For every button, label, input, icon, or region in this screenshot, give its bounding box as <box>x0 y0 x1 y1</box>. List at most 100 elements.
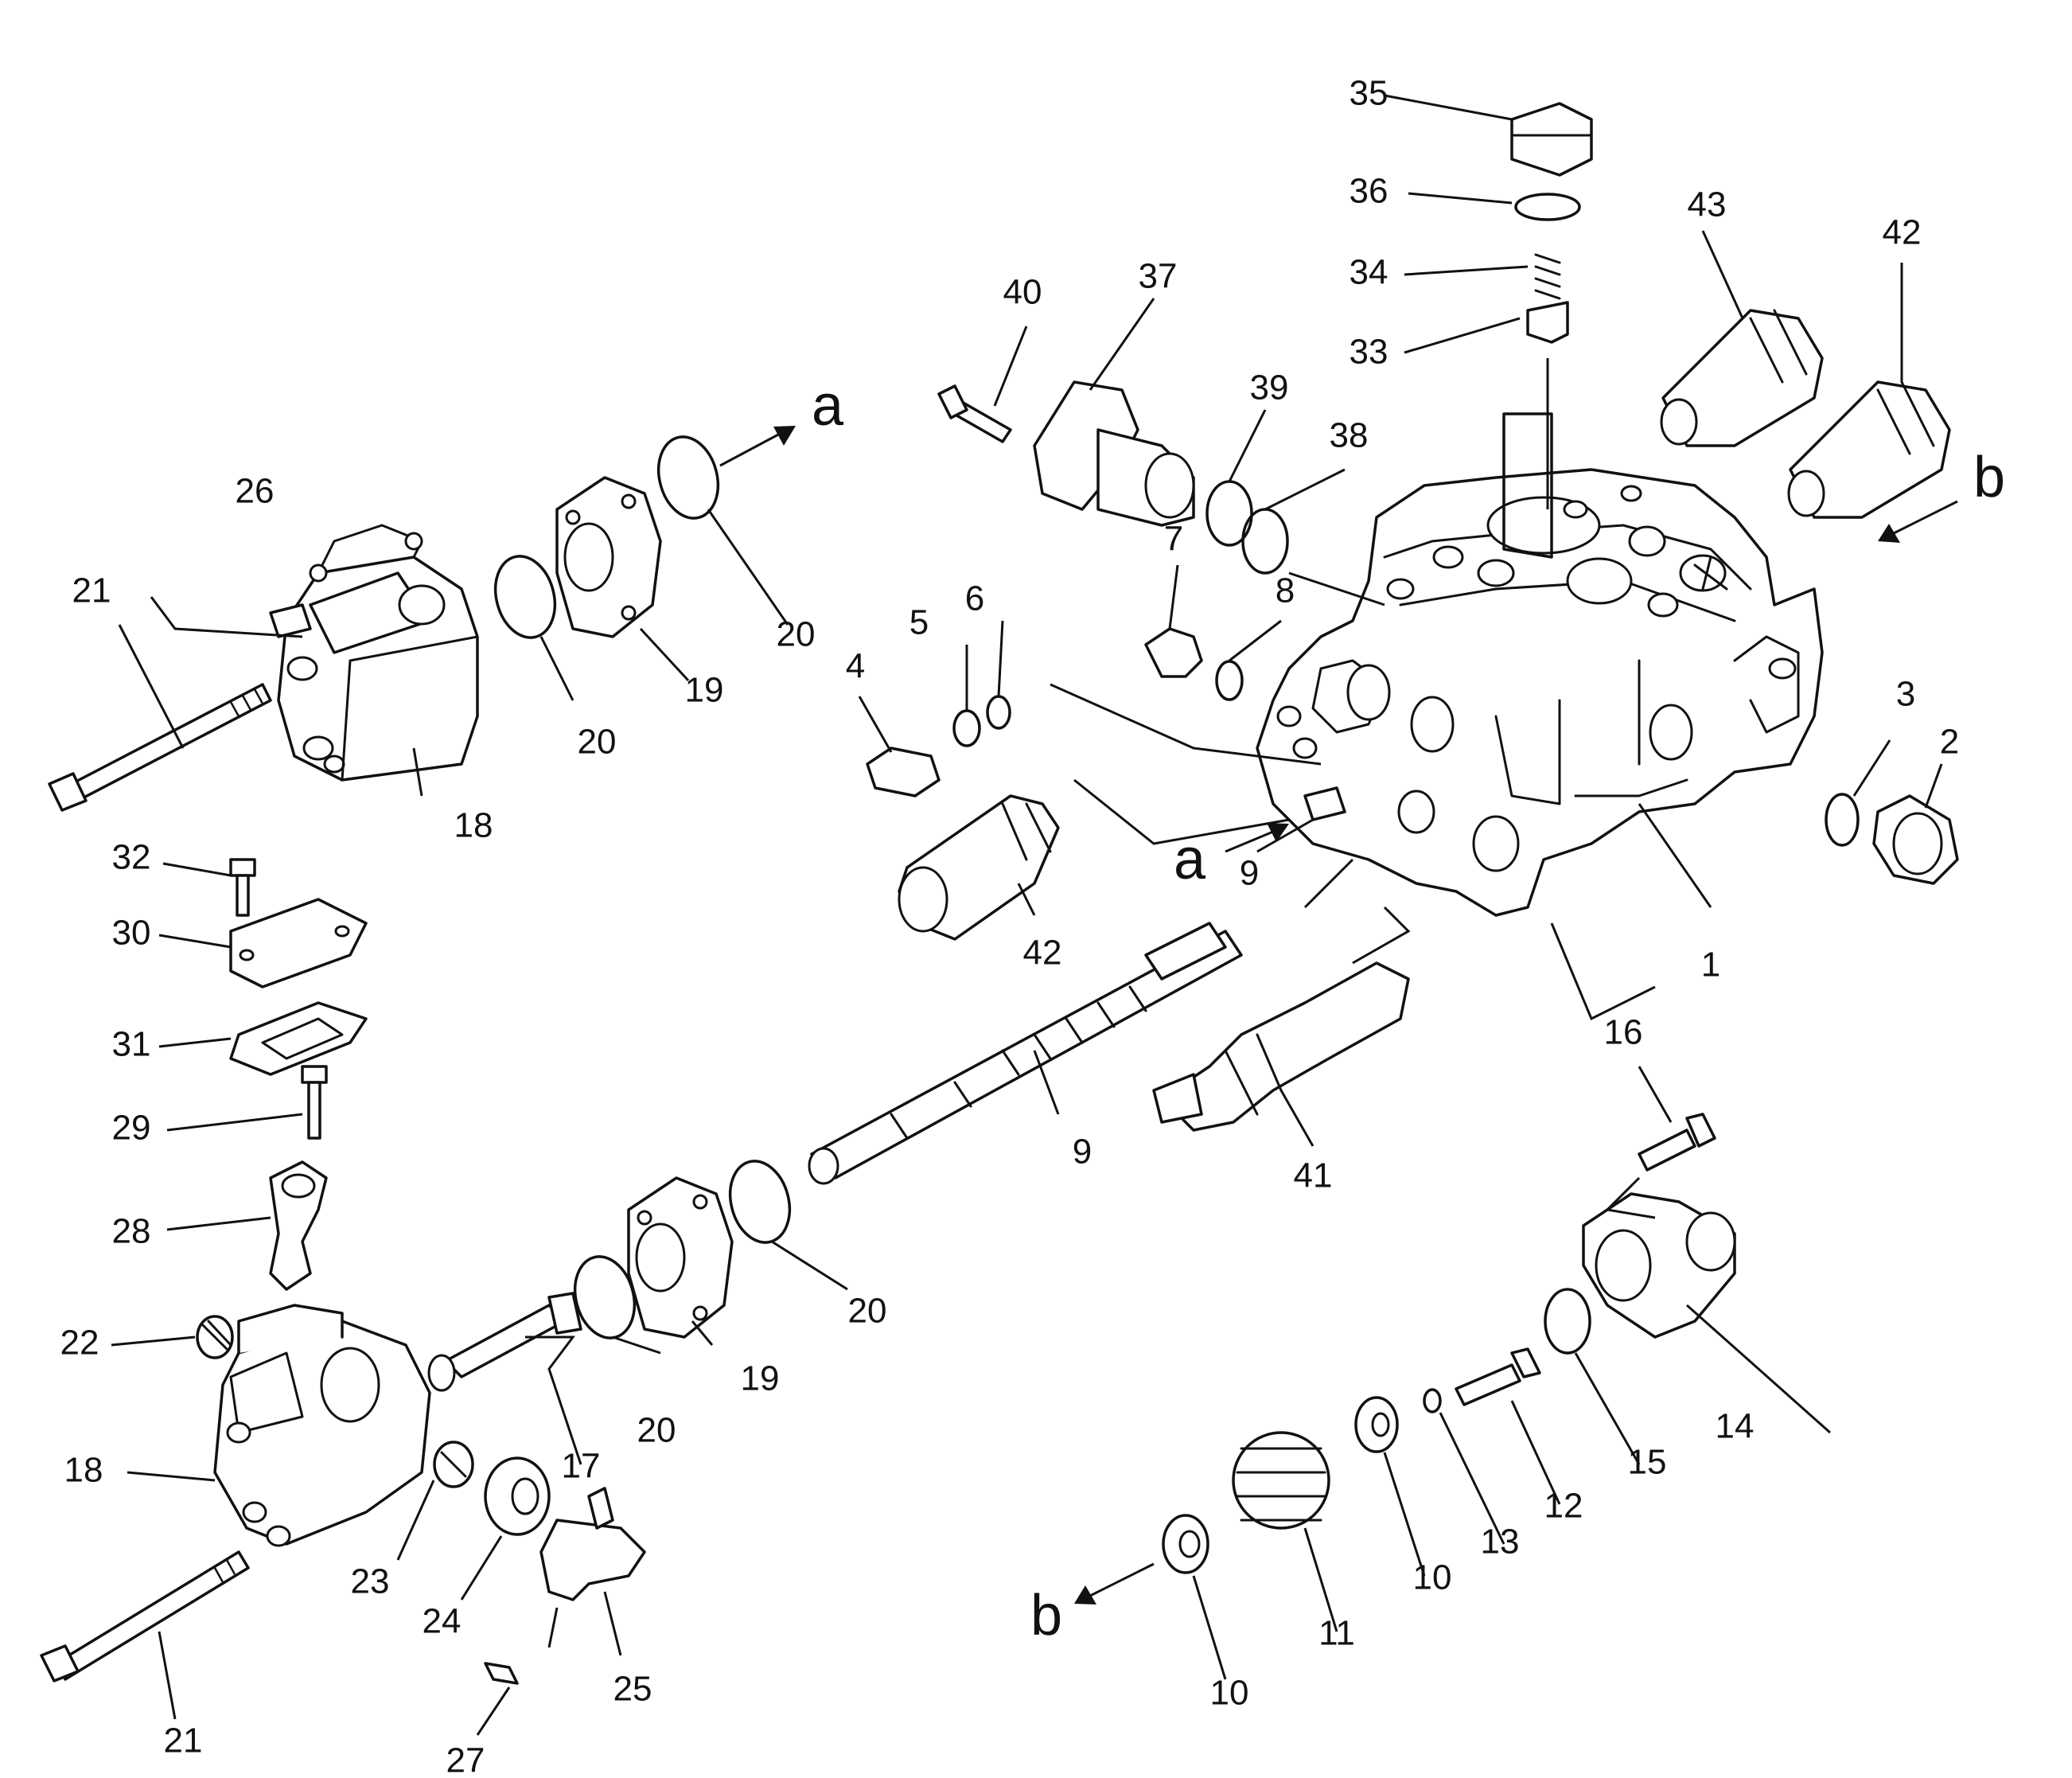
reference-arrow-a-body <box>1225 823 1289 853</box>
callout-23: 23 <box>351 1562 390 1601</box>
callout-41: 41 <box>1294 1156 1333 1195</box>
poppet-33 <box>1526 301 1569 344</box>
reference-arrow-b-right <box>1878 500 1958 543</box>
callout-4: 4 <box>846 647 865 686</box>
callout-3: 3 <box>1896 675 1915 714</box>
callout-5: 5 <box>909 603 929 642</box>
callout-19-lower: 19 <box>741 1359 780 1398</box>
relief-valve-42-right <box>1787 380 1951 519</box>
callout-8: 8 <box>1276 571 1295 610</box>
callout-28: 28 <box>112 1212 151 1251</box>
callout-labels: 1 2 3 4 5 6 7 8 9 9 10 10 11 12 13 14 15… <box>60 74 1960 1778</box>
callout-32: 32 <box>112 838 151 877</box>
callout-1: 1 <box>1701 946 1720 985</box>
callout-42-right: 42 <box>1883 213 1922 252</box>
callout-7: 7 <box>1164 520 1183 559</box>
callout-12: 12 <box>1544 1487 1583 1526</box>
callout-25: 25 <box>613 1670 652 1709</box>
o-ring-3 <box>1825 793 1860 847</box>
callout-17: 17 <box>562 1447 601 1486</box>
spring-34 <box>1534 253 1561 300</box>
bolt-40 <box>937 384 1012 443</box>
reference-letters: a a b b <box>812 374 2005 1647</box>
bolt-upper <box>48 683 272 812</box>
callout-10-upper: 10 <box>1413 1558 1452 1597</box>
callout-20-lower-left: 20 <box>637 1411 676 1450</box>
callout-9-spool: 9 <box>1073 1133 1092 1172</box>
callout-11: 11 <box>1318 1614 1355 1653</box>
ref-a-body: a <box>1174 828 1206 891</box>
callout-2: 2 <box>1940 723 1959 762</box>
plug-2 <box>1872 794 1959 885</box>
spring-11 <box>1232 1431 1330 1530</box>
plunger-17 <box>427 1292 582 1392</box>
flange-37 <box>1033 380 1195 527</box>
callout-27: 27 <box>446 1741 485 1778</box>
o-ring-8 <box>1215 660 1244 701</box>
callout-20-upper-left: 20 <box>578 723 617 762</box>
spool-9 <box>808 922 1243 1185</box>
callout-33: 33 <box>1350 333 1388 372</box>
lever-25 <box>539 1487 646 1601</box>
lever-28 <box>269 1160 328 1291</box>
callout-38: 38 <box>1330 416 1369 455</box>
callout-42-left: 42 <box>1023 934 1062 973</box>
retainer-10-upper <box>1354 1396 1399 1453</box>
bearing-22 <box>196 1315 234 1359</box>
bearing-23 <box>433 1441 474 1488</box>
o-ring-15 <box>1544 1288 1591 1355</box>
callout-16: 16 <box>1604 1013 1643 1052</box>
seal-24 <box>484 1456 551 1536</box>
o-ring-36 <box>1514 193 1581 221</box>
o-ring-38 <box>1241 508 1289 575</box>
gasket-31 <box>229 1001 368 1076</box>
callout-6: 6 <box>965 579 984 618</box>
o-ring-lower-right <box>728 1160 792 1244</box>
callout-37: 37 <box>1139 257 1178 296</box>
o-ring-upper-left <box>493 555 557 639</box>
callout-35: 35 <box>1350 74 1388 113</box>
reference-arrow-a-top <box>719 426 796 467</box>
reference-arrow-b-bottom <box>1074 1562 1155 1604</box>
callout-22: 22 <box>60 1324 99 1363</box>
bolt-lower <box>40 1550 250 1682</box>
callout-43: 43 <box>1688 185 1727 224</box>
cover-30 <box>229 898 368 988</box>
retainer-10-lower <box>1162 1514 1209 1574</box>
ref-b-bottom: b <box>1030 1584 1062 1647</box>
valve-body <box>1256 468 1824 917</box>
callout-20-lower-right: 20 <box>848 1292 887 1331</box>
actuator-housing-lower <box>213 1304 431 1547</box>
washer-13 <box>1423 1388 1442 1413</box>
callout-13: 13 <box>1481 1523 1520 1562</box>
plug-35 <box>1510 102 1593 177</box>
callout-40: 40 <box>1003 273 1042 312</box>
o-ring-39 <box>1205 480 1253 547</box>
callout-31: 31 <box>112 1025 151 1064</box>
callout-14: 14 <box>1716 1407 1755 1446</box>
callout-29: 29 <box>112 1109 151 1148</box>
bolt-16 <box>1638 1113 1716 1172</box>
callout-21-upper: 21 <box>72 571 111 610</box>
cover-plate-upper <box>555 476 662 638</box>
ref-b-right: b <box>1973 446 2005 509</box>
bolt-29 <box>301 1065 328 1140</box>
pin-27 <box>484 1662 519 1685</box>
spool-9-small <box>1303 786 1346 821</box>
callout-24: 24 <box>423 1602 462 1641</box>
callout-20-upper-right: 20 <box>777 615 816 654</box>
actuator-housing-upper <box>269 524 479 782</box>
callout-30: 30 <box>112 914 151 953</box>
callout-10-lower: 10 <box>1210 1674 1249 1713</box>
callout-39: 39 <box>1250 368 1289 407</box>
o-ring-upper-right <box>656 435 720 520</box>
bolt-12 <box>1455 1347 1541 1406</box>
callout-34: 34 <box>1350 253 1388 292</box>
callout-leaders <box>111 94 1943 1736</box>
callout-18-lower: 18 <box>64 1451 103 1490</box>
callout-9-upper: 9 <box>1240 854 1259 893</box>
housing-14 <box>1582 1192 1736 1339</box>
callout-15: 15 <box>1628 1443 1667 1482</box>
relief-valve-42-left <box>898 794 1060 941</box>
